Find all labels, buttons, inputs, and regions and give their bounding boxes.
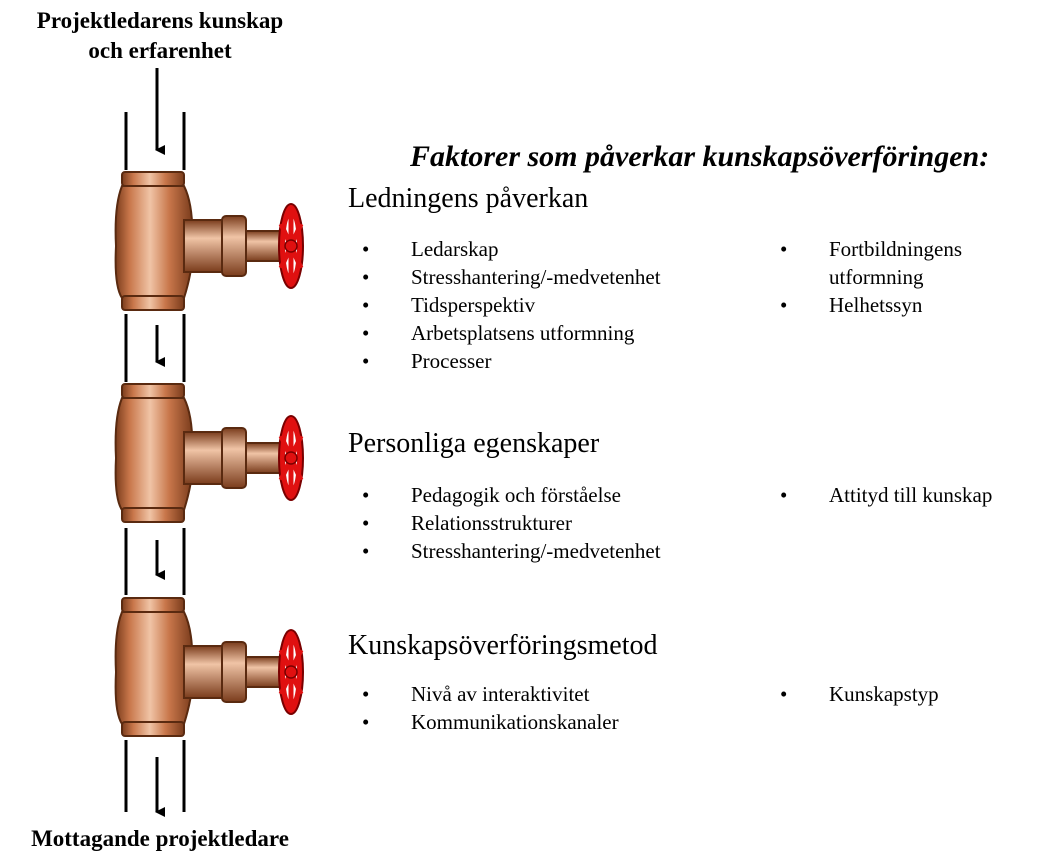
section-3-left-list: Nivå av interaktivitet Kommunikationskan… [348, 680, 619, 736]
section-title-personliga-egenskaper: Personliga egenskaper [348, 428, 600, 459]
factors-heading: Faktorer som påverkar kunskapsöverföring… [410, 140, 990, 173]
list-item: Helhetssyn [766, 291, 996, 319]
list-item: Stresshantering/-medvetenhet [348, 263, 661, 291]
section-1-left-list: Ledarskap Stresshantering/-medvetenhet T… [348, 235, 661, 375]
list-item: Nivå av interaktivitet [348, 680, 619, 708]
destination-label: Mottagande projektledare [31, 826, 289, 851]
list-item: Kommunikationskanaler [348, 708, 619, 736]
list-item: Tidsperspektiv [348, 291, 661, 319]
valve-1 [116, 172, 303, 310]
list-item: Arbetsplatsens utformning [348, 319, 661, 347]
list-item: Kunskapstyp [766, 680, 939, 708]
list-item: Relationsstrukturer [348, 509, 661, 537]
section-3-right-list: Kunskapstyp [766, 680, 939, 708]
section-1-right-list: Fortbildningens utformning Helhetssyn [766, 235, 996, 319]
section-title-kunskapsoverforingsmetod: Kunskapsöverföringsmetod [348, 630, 658, 661]
list-item: Stresshantering/-medvetenhet [348, 537, 661, 565]
section-2-right-list: Attityd till kunskap [766, 481, 992, 509]
valve-2 [116, 384, 303, 522]
list-item: Attityd till kunskap [766, 481, 992, 509]
section-title-ledningens-paverkan: Ledningens påverkan [348, 183, 589, 214]
section-2-left-list: Pedagogik och förståelse Relationsstrukt… [348, 481, 661, 565]
pipe-walls [124, 112, 186, 812]
valve-3 [116, 598, 303, 736]
source-label-line-1: Projektledarens kunskap [36, 8, 284, 33]
source-label-line-2: och erfarenhet [88, 38, 232, 63]
list-item: Pedagogik och förståelse [348, 481, 661, 509]
list-item: Processer [348, 347, 661, 375]
list-item: Fortbildningens utformning [766, 235, 996, 291]
source-label: Projektledarens kunskap och erfarenhet [0, 6, 320, 66]
list-item: Ledarskap [348, 235, 661, 263]
